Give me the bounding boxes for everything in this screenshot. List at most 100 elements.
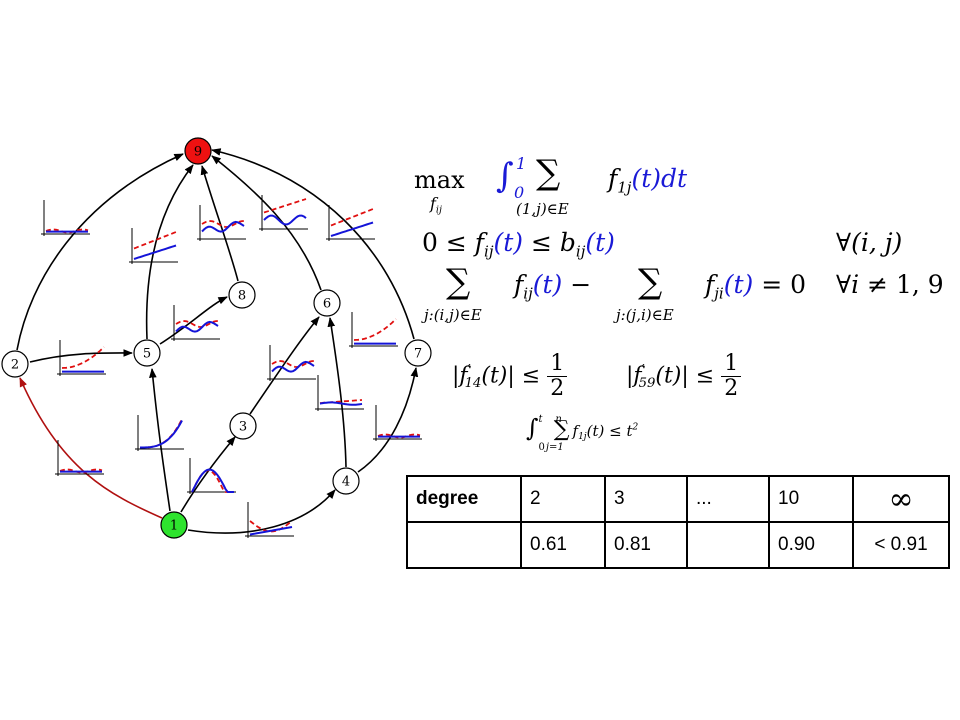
flow-curve bbox=[201, 220, 245, 233]
flow-curve bbox=[263, 214, 307, 226]
node-3: 3 bbox=[229, 412, 257, 440]
edge-7-9 bbox=[211, 148, 415, 340]
edge-flow-plot bbox=[373, 405, 422, 441]
objective-max: max bbox=[414, 166, 465, 194]
table-cell-degree-infinity: ∞ bbox=[852, 475, 950, 523]
conservation-sum-2: ∑ bbox=[638, 262, 663, 302]
table-row-values: 0.61 0.81 0.90 < 0.91 bbox=[406, 521, 950, 569]
edge-4-6 bbox=[327, 317, 347, 468]
capacity-bound-curve bbox=[249, 520, 293, 533]
flow-curve bbox=[133, 244, 177, 260]
flow-curve bbox=[191, 468, 234, 493]
node-4: 4 bbox=[332, 467, 360, 495]
table-cell-degree: 10 bbox=[768, 475, 854, 523]
objective-integrand: f1j(t)dt bbox=[608, 164, 688, 197]
nodes-layer: 1 2 3 4 5 6 7 8 9 bbox=[1, 137, 432, 539]
conservation-sum-1-index: j:(i,j)∈E bbox=[424, 306, 482, 324]
node-label: 8 bbox=[238, 289, 246, 304]
capacity-bound-curve bbox=[59, 468, 103, 474]
node-label: 7 bbox=[414, 347, 422, 362]
edge-flow-plot bbox=[245, 502, 294, 538]
flow-curve bbox=[330, 221, 374, 237]
objective-integral-upper: 1 bbox=[516, 154, 527, 173]
capacity-constraint: 0 ≤ fij(t) ≤ bij(t) bbox=[422, 228, 615, 261]
conservation-sum-2-index: j:(j,i)∈E bbox=[616, 306, 674, 324]
edge-3-6 bbox=[249, 316, 320, 415]
table-cell-value bbox=[686, 521, 770, 569]
table-cell-value: 0.90 bbox=[768, 521, 854, 569]
capacity-bound-curve bbox=[353, 318, 397, 341]
node-8: 8 bbox=[228, 281, 256, 309]
table-cell-empty bbox=[406, 521, 522, 569]
degree-approximation-table: degree 2 3 ... 10 ∞ 0.61 0.81 0.90 < 0.9… bbox=[406, 475, 950, 569]
flow-curve bbox=[249, 526, 293, 536]
edge-flow-plot bbox=[171, 305, 220, 341]
edge-5-8 bbox=[159, 296, 228, 345]
capacity-quantifier: ∀(i, j) bbox=[836, 228, 903, 257]
edge-flow-plot bbox=[259, 195, 308, 231]
objective-sum: ∑ bbox=[536, 153, 561, 193]
node-label: 3 bbox=[239, 420, 247, 435]
edge-flow-plot bbox=[349, 312, 398, 348]
node-7: 7 bbox=[404, 339, 432, 367]
table-cell-degree: 3 bbox=[604, 475, 688, 523]
edge-flow-plot bbox=[57, 340, 106, 376]
edge-flow-plot bbox=[135, 415, 184, 451]
conservation-quantifier: ∀i ≠ 1, 9 bbox=[836, 270, 944, 299]
edge-8-9 bbox=[200, 165, 239, 282]
conservation-term-2: fji(t) = 0 bbox=[705, 270, 807, 303]
edge-flow-plot bbox=[197, 205, 246, 241]
node-9-sink: 9 bbox=[184, 137, 212, 165]
table-cell-degree: ... bbox=[686, 475, 770, 523]
node-6: 6 bbox=[313, 289, 341, 317]
objective-integral-lower: 0 bbox=[514, 183, 525, 202]
objective-sum-index: (1,j)∈E bbox=[516, 200, 569, 218]
node-label: 6 bbox=[323, 297, 331, 312]
edge-flow-plot bbox=[187, 458, 236, 494]
table-cell-degree: 2 bbox=[520, 475, 606, 523]
edge-flow-plot bbox=[267, 345, 316, 381]
capacity-bound-curve bbox=[45, 228, 89, 234]
node-label: 9 bbox=[194, 145, 202, 160]
conservation-term-1: fij(t) − bbox=[514, 270, 592, 303]
table-cell-value: 0.61 bbox=[520, 521, 606, 569]
edge-1-4 bbox=[187, 489, 336, 534]
table-cell-value: < 0.91 bbox=[852, 521, 950, 569]
flow-curve bbox=[271, 360, 315, 373]
table-cell-value: 0.81 bbox=[604, 521, 688, 569]
node-label: 5 bbox=[143, 347, 151, 362]
edge-flow-plot bbox=[129, 228, 178, 264]
edge-2-9 bbox=[16, 153, 184, 351]
table-row-degrees: degree 2 3 ... 10 ∞ bbox=[406, 475, 950, 523]
objective-integral: ∫ bbox=[496, 156, 514, 196]
capacity-bound-curve bbox=[319, 399, 363, 404]
edge-flow-plot bbox=[315, 375, 364, 411]
edge-4-7 bbox=[357, 367, 419, 473]
node-label: 1 bbox=[170, 519, 178, 534]
integral-bound: ∫t0 ∑nj=1 f1j(t) ≤ t2 bbox=[526, 414, 639, 453]
node-2: 2 bbox=[1, 350, 29, 378]
capacity-bound-curve bbox=[377, 433, 421, 439]
edge-6-9 bbox=[211, 155, 322, 291]
edge-1-3 bbox=[180, 436, 236, 513]
edge-2-5 bbox=[29, 349, 133, 363]
capacity-bound-curve bbox=[61, 346, 105, 369]
node-1-source: 1 bbox=[160, 511, 188, 539]
edge-flow-plot bbox=[55, 440, 104, 476]
objective-max-subscript: fij bbox=[430, 194, 442, 216]
edge-1-5 bbox=[149, 368, 171, 512]
edge-flow-plot bbox=[41, 200, 90, 236]
edge-5-9 bbox=[145, 164, 194, 340]
flow-curve bbox=[140, 420, 183, 449]
node-label: 2 bbox=[11, 358, 19, 373]
edges-layer bbox=[16, 148, 419, 534]
flow-curve bbox=[319, 401, 363, 406]
edge-flow-plot bbox=[326, 205, 375, 241]
edge-flow-plots-layer bbox=[41, 195, 422, 538]
node-label: 4 bbox=[342, 475, 350, 490]
table-header-degree: degree bbox=[406, 475, 522, 523]
